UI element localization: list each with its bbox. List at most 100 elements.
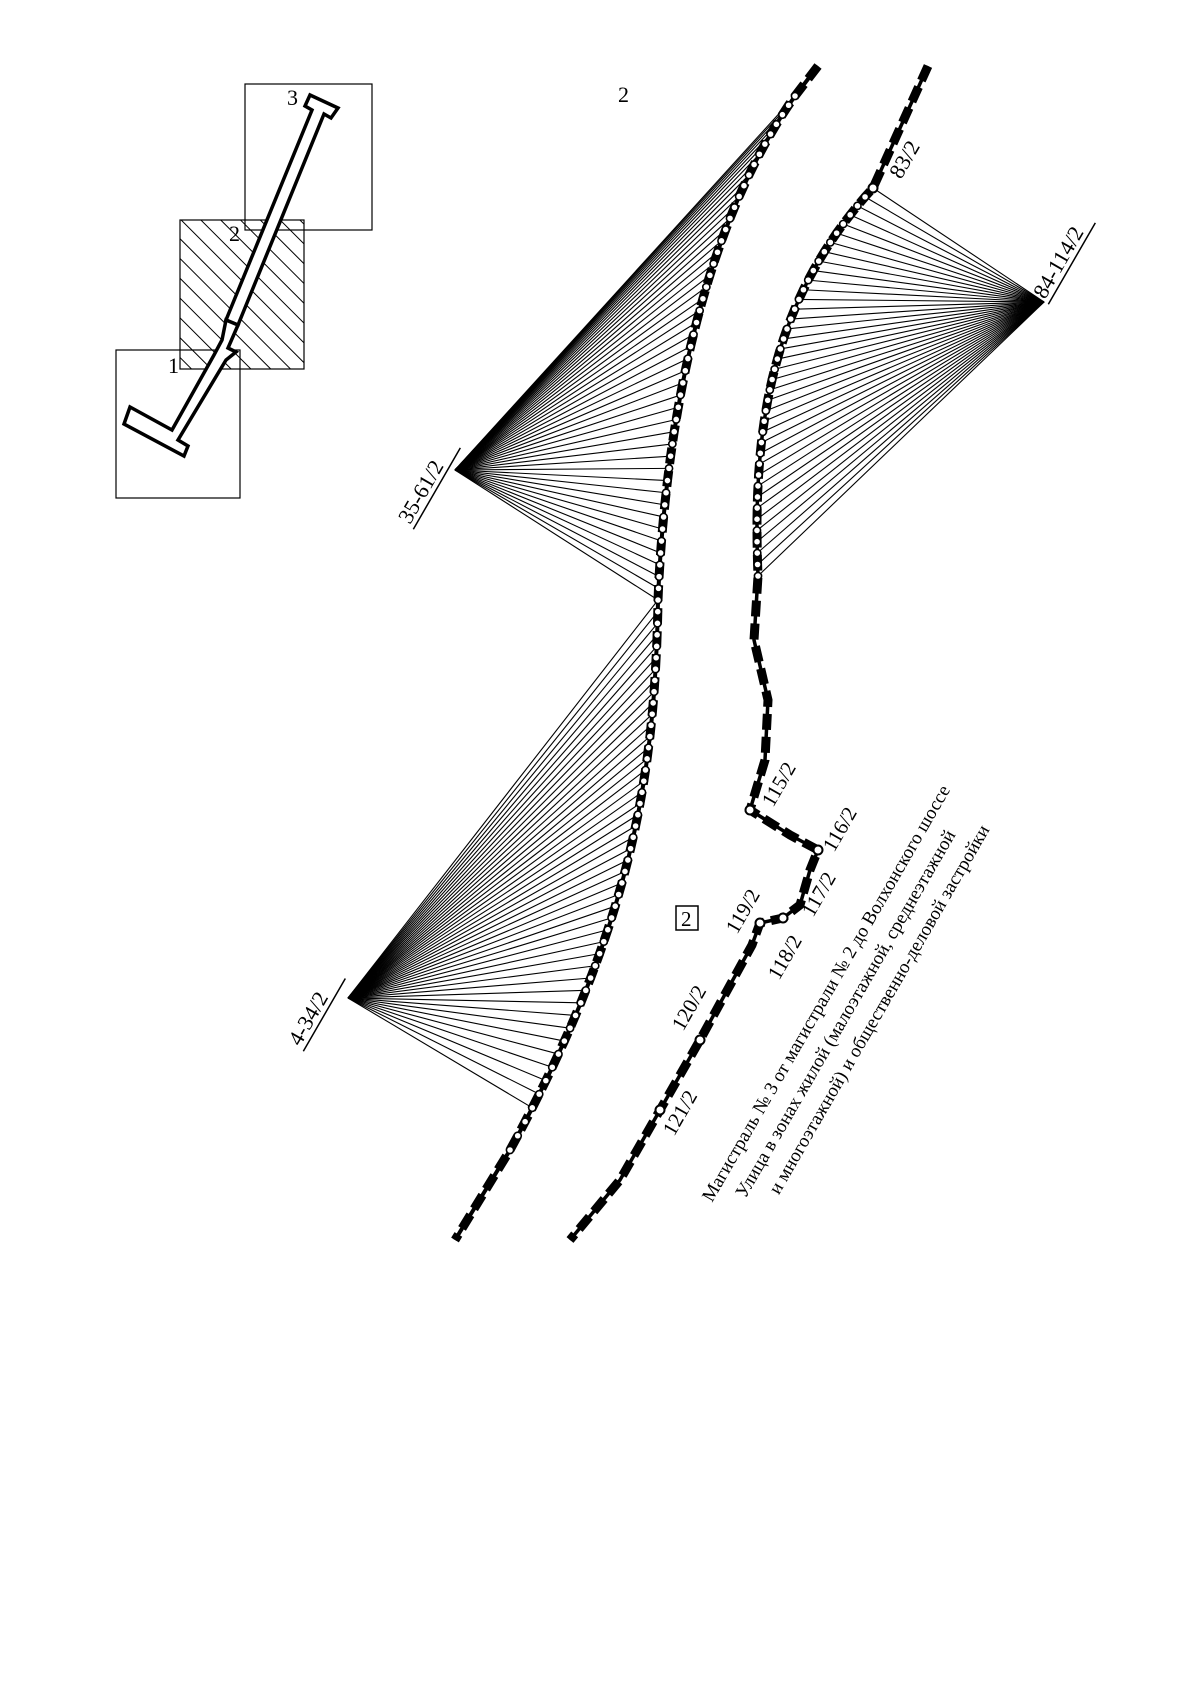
boundary-point (610, 901, 620, 911)
right-road-boundary-core (568, 65, 930, 1242)
sightline (347, 825, 636, 999)
boundary-point (721, 225, 731, 234)
sightline (872, 187, 1045, 303)
boundary-point (651, 664, 660, 674)
boundary-point (754, 470, 763, 480)
boundary-point (683, 354, 693, 364)
boundary-point (614, 890, 624, 899)
sightline (454, 206, 735, 471)
sightline (454, 469, 661, 554)
corner-point (744, 804, 756, 816)
boundary-point (666, 451, 676, 461)
label-83: 83/2 (884, 136, 925, 182)
sightline (347, 814, 639, 999)
sightline (454, 298, 704, 471)
boundary-point (649, 687, 659, 697)
boundary-point (689, 330, 698, 339)
boundary-point (637, 787, 647, 797)
corner-point (812, 844, 824, 856)
boundary-point (642, 754, 652, 764)
sightline (454, 251, 718, 471)
sightline (347, 989, 586, 999)
sightline (864, 196, 1045, 303)
sightline (454, 370, 686, 471)
sightline (783, 301, 1045, 340)
corner-point (777, 912, 789, 924)
sightline (843, 223, 1045, 303)
sightline (347, 917, 612, 999)
sightline (836, 232, 1045, 303)
boundary-point (860, 192, 870, 202)
sightline (761, 301, 1045, 444)
sightline (790, 301, 1045, 320)
boundary-point (565, 1023, 575, 1033)
boundary-point (678, 378, 688, 388)
boundary-point (757, 438, 766, 447)
sightline (347, 894, 619, 999)
boundary-point (648, 698, 658, 708)
sightline (347, 997, 547, 1082)
sightline (794, 301, 1045, 310)
boundary-point (761, 406, 771, 416)
sightline (454, 431, 675, 471)
sightline (857, 205, 1045, 303)
left-road-boundary-core (453, 64, 820, 1242)
boundary-point (686, 342, 696, 351)
boundary-point (659, 512, 668, 522)
boundary-point (752, 537, 762, 547)
sightline (347, 758, 648, 999)
boundary-point (527, 1103, 537, 1113)
sightline (347, 645, 658, 999)
boundary-point (628, 832, 638, 842)
sightline (347, 997, 571, 1029)
sightline (830, 241, 1045, 303)
boundary-point (759, 416, 769, 426)
sightline (756, 301, 1045, 520)
sightline (454, 469, 664, 518)
boundary-point (782, 324, 792, 334)
sightline (769, 301, 1045, 391)
boundary-point (713, 247, 722, 257)
sightline (347, 997, 565, 1042)
boundary-point (620, 867, 630, 876)
boundary-point (660, 500, 670, 510)
boundary-point (752, 503, 762, 513)
sightline (767, 301, 1045, 401)
boundary-point (758, 427, 768, 437)
sightline (454, 469, 659, 589)
boundary-point (651, 653, 661, 663)
sightline (347, 747, 649, 999)
key-map-label-2: 2 (229, 221, 240, 246)
boundary-point (586, 973, 596, 983)
sightline (454, 274, 711, 471)
boundary-point (653, 618, 662, 628)
boundary-point (790, 304, 800, 314)
boundary-point (760, 139, 770, 149)
sightline (454, 322, 697, 471)
boundary-point (845, 210, 855, 220)
sightline (454, 418, 677, 471)
sightline (780, 301, 1045, 350)
boundary-point (808, 266, 818, 275)
sightline (454, 346, 691, 471)
boundary-point (717, 236, 726, 246)
sightline (454, 164, 755, 471)
sightline (347, 848, 631, 999)
sightline (454, 469, 663, 530)
sightline (454, 469, 668, 482)
sightline (454, 334, 694, 471)
boundary-point (819, 247, 829, 257)
boundary-point (725, 214, 735, 223)
sightline (347, 905, 616, 999)
boundary-point (513, 1131, 523, 1141)
boundary-point (599, 937, 609, 947)
right-road-boundary (566, 64, 933, 1243)
boundary-point (644, 743, 653, 753)
sightline (454, 394, 681, 471)
sightline (777, 301, 1045, 360)
sightline (347, 780, 645, 999)
boundary-point (765, 385, 775, 395)
boundary-point (705, 270, 715, 280)
boundary-point (766, 129, 775, 139)
boundary-point (571, 1011, 580, 1020)
